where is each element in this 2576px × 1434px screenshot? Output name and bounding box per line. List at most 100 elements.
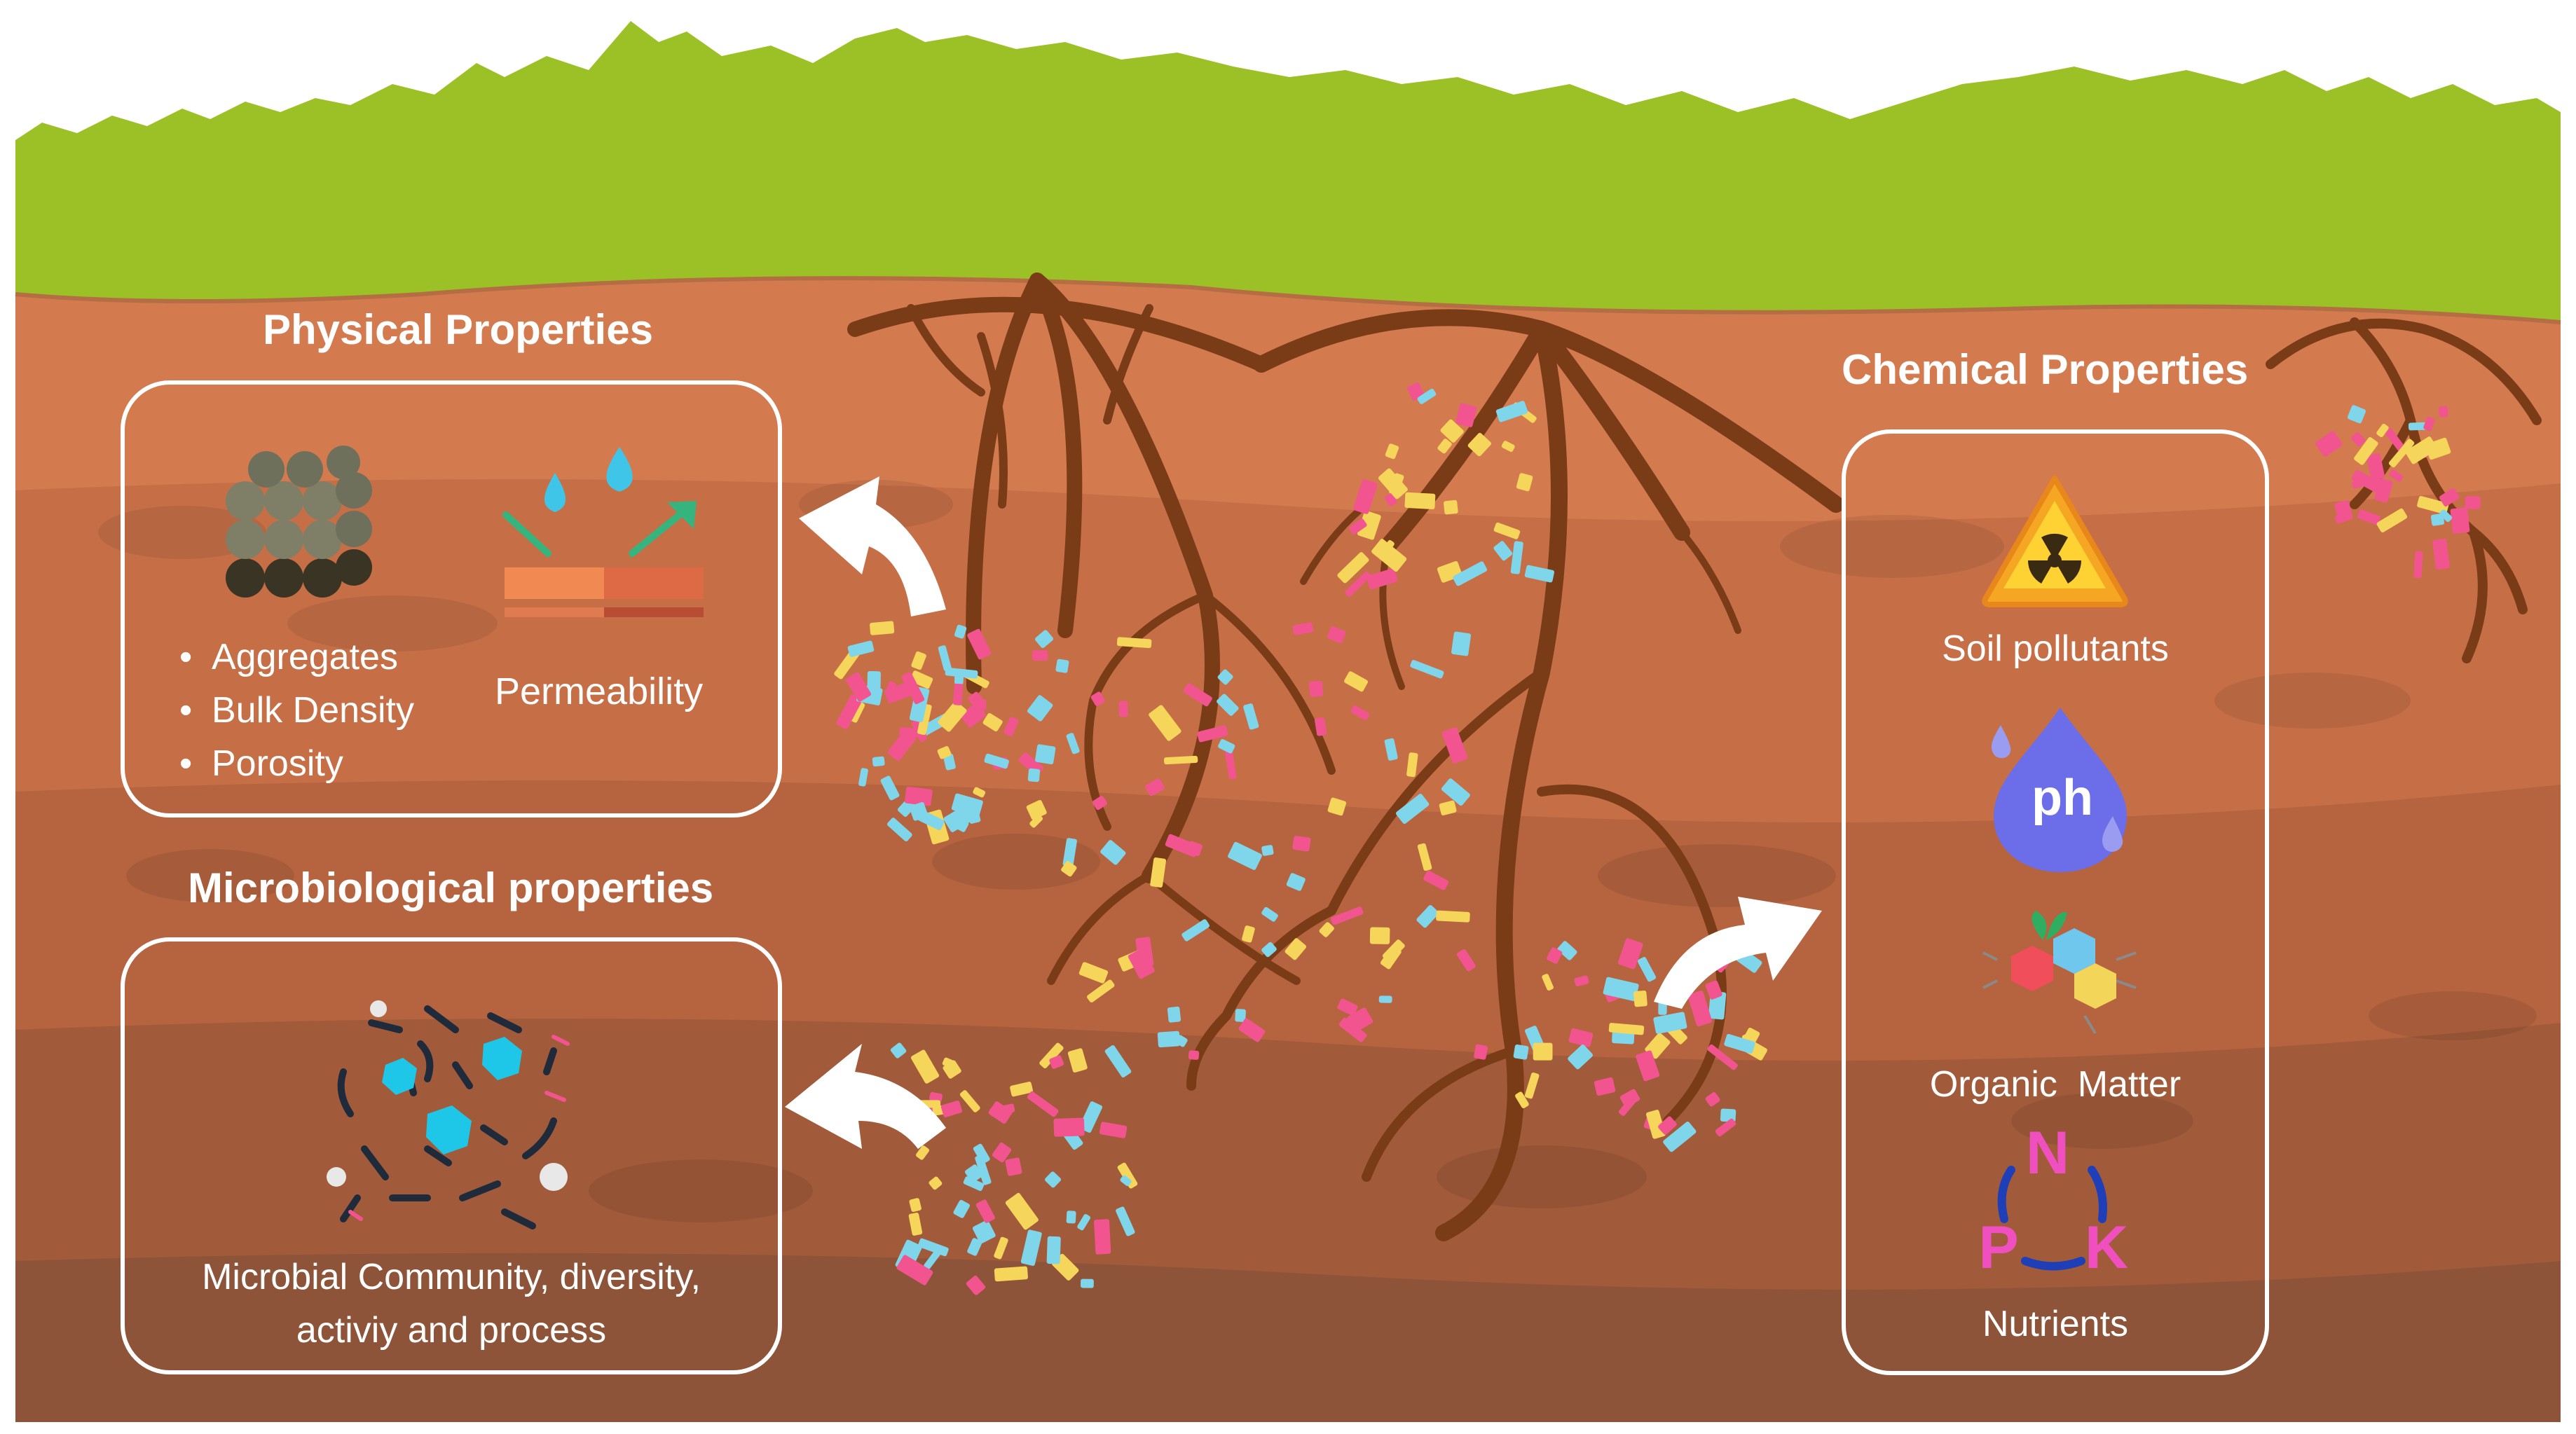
microplastic-particle [1369,927,1390,944]
microplastic-particle [1118,701,1128,717]
microplastic-particle [911,651,926,670]
microplastic-particle [992,1142,1012,1163]
microplastic-particle [1441,727,1468,764]
microplastic-particle [1436,910,1470,923]
physical-properties-list: Aggregates Bulk Density Porosity [179,630,414,790]
microplastic-particle [1633,990,1647,1007]
microplastic-particle [896,1255,933,1285]
aggregates-icon [226,446,372,598]
microplastic-particle [880,775,900,801]
microplastic-particle [1020,1229,1042,1266]
microplastic-particle [1474,1044,1488,1060]
microplastic-particle [1658,1116,1677,1135]
microplastic-particle [1501,441,1515,453]
microplastic-particle [1417,388,1437,404]
microplastic-particle [1384,738,1398,761]
microbial-community-label: Microbial Community, diversity, activiy … [121,1250,782,1357]
microplastic-particle [908,1213,923,1236]
microplastic-particle [929,1176,943,1190]
microplastic-particle [2413,551,2423,579]
microplastic-particle [1027,1091,1059,1117]
microplastic-particle [1331,906,1364,925]
microplastic-particle [2405,436,2438,464]
k-letter: K [2085,1214,2128,1275]
microplastic-particle [973,1143,990,1164]
microplastic-particle [1100,840,1126,865]
microplastic-particle [2439,488,2460,507]
microplastic-particle [1653,1012,1687,1034]
physical-properties-title: Physical Properties [263,306,653,353]
microplastic-particle [1385,443,1399,460]
microplastic-particle [1090,691,1105,707]
microplastic-particle [1423,870,1449,890]
microplastic-particle [2334,500,2353,523]
microplastic-particle [887,729,917,761]
microplastic-particle [1594,1077,1616,1096]
microplastic-particle [994,1236,1008,1260]
microplastic-particle [2465,496,2481,509]
microplastic-particle [1067,1048,1088,1073]
microplastic-particle [1338,1017,1367,1042]
microplastic-particle [1315,717,1327,736]
microplastic-particle [1378,995,1392,1003]
microplastic-particle [1366,568,1398,590]
microplastic-particle [953,1199,970,1218]
microplastic-particle [2389,469,2404,482]
microbial-line-1: Microbial Community, diversity, [202,1257,701,1297]
microplastic-particle [1344,671,1369,692]
microplastic-particle [1157,1030,1180,1048]
microplastic-particle [1406,752,1418,778]
microplastic-particle [1183,683,1212,707]
microplastic-particle [2354,436,2378,465]
microplastic-particle [1515,1091,1529,1109]
microplastic-particle [1542,974,1554,991]
organic-matter-icon [1982,911,2137,1035]
n-letter: N [2026,1121,2069,1187]
microplastic-particle [2423,417,2435,432]
arrows [785,476,1822,1149]
microplastic-particle [2315,431,2343,457]
microplastic-particle [1371,539,1407,572]
microplastic-particle [1181,919,1210,942]
microplastic-particle [1188,1050,1200,1060]
list-item: Bulk Density [179,684,414,737]
microplastic-particle [1010,1082,1033,1097]
microplastic-particle [924,1249,941,1270]
microplastic-particle [953,683,964,705]
soil-pollutants-label: Soil pollutants [1942,628,2169,669]
microplastic-particle [1261,845,1274,856]
microplastic-particle [2430,513,2445,526]
microplastic-particle [937,745,952,759]
microplastic-particle [1061,861,1077,877]
microplastic-particle [1116,637,1152,649]
microplastic-particle [994,1266,1028,1282]
ph-drop-icon: ph [1991,708,2127,872]
microplastic-particle [2357,509,2381,525]
microplastic-particle [1645,1110,1666,1139]
microplastic-particle [1337,552,1369,584]
microplastic-particle [1524,565,1555,583]
arrow-to-chemical [1654,897,1822,1009]
microplastic-particle [1099,1122,1128,1138]
microplastic-particle [1066,733,1080,754]
microplastic-particle [1218,739,1235,754]
microplastic-particle [1163,755,1198,765]
microplastic-particle [1308,680,1324,697]
microplastic-particle [910,1049,940,1084]
microplastic-particle [973,787,986,798]
microplastic-particle [858,768,868,787]
microplastic-particle [917,810,945,831]
microplastic-particle [890,1042,907,1059]
chemical-properties-box [1842,429,2269,1375]
microplastic-particle [945,667,978,679]
microplastic-particle [938,701,967,732]
microplastic-particle [1416,904,1439,928]
microplastic-particle [1005,1192,1039,1230]
microplastic-particle [1243,703,1259,730]
microplastic-particle [909,1198,922,1212]
microplastic-particle [975,1154,992,1185]
microplastic-particle [1120,1175,1132,1187]
grass-layer [15,21,2561,322]
microplastic-particle [1440,419,1464,443]
microplastic-particle [1165,834,1200,857]
